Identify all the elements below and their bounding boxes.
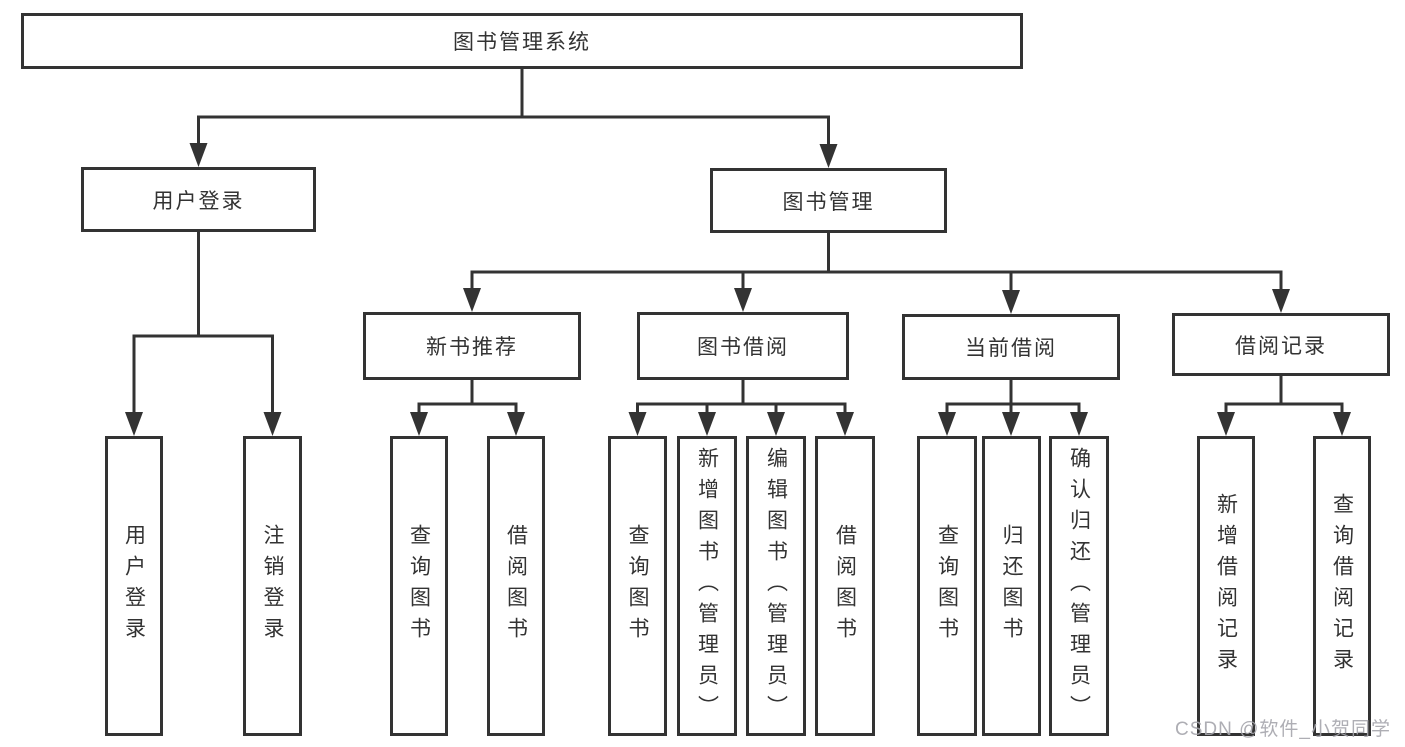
node-label: 查询图书 <box>935 524 959 648</box>
node-label: 新增借阅记录 <box>1214 493 1238 679</box>
node-label: 借阅图书 <box>504 524 528 648</box>
arrowheads-user-login-branch <box>125 412 282 436</box>
node-label: 归还图书 <box>1000 524 1023 648</box>
connector-borrow-records-branch <box>1224 376 1344 416</box>
leaf-query-books-current: 查询图书 <box>917 436 977 736</box>
connector-current-borrow-branch <box>945 380 1081 416</box>
node-label: 确认归还（管理员） <box>1067 446 1091 726</box>
arrowheads-root-to-level2 <box>189 143 838 168</box>
leaf-add-books-admin: 新增图书（管理员） <box>677 436 737 736</box>
node-current-borrow: 当前借阅 <box>902 314 1120 380</box>
node-label: 图书管理系统 <box>453 31 591 54</box>
node-label: 编辑图书（管理员） <box>764 446 788 726</box>
leaf-borrow-books: 借阅图书 <box>815 436 875 736</box>
node-label: 图书管理 <box>782 190 875 214</box>
node-book-borrow: 图书借阅 <box>637 312 849 380</box>
connector-root-to-level2 <box>197 69 830 151</box>
leaf-add-borrow-record: 新增借阅记录 <box>1197 436 1255 736</box>
node-label: 当前借阅 <box>965 337 1057 360</box>
node-label: 借阅记录 <box>1235 334 1327 358</box>
node-library-system: 图书管理系统 <box>21 13 1023 69</box>
node-label: 用户登录 <box>122 524 146 648</box>
node-book-management: 图书管理 <box>710 168 947 233</box>
node-label: 注销登录 <box>261 524 284 648</box>
leaf-user-login: 用户登录 <box>105 436 163 736</box>
connector-book-borrow-branch <box>636 380 847 416</box>
leaf-edit-books-admin: 编辑图书（管理员） <box>746 436 806 736</box>
node-new-book-recommend: 新书推荐 <box>363 312 581 380</box>
node-label: 借阅图书 <box>833 524 857 648</box>
connector-book-mgmt-branch <box>470 233 1283 294</box>
arrowheads-current-borrow-branch <box>938 412 1088 436</box>
connector-new-book-branch <box>417 380 518 416</box>
leaf-query-books-borrow: 查询图书 <box>608 436 667 736</box>
connector-user-login-branch <box>132 232 274 416</box>
arrowheads-book-borrow-branch <box>628 412 854 436</box>
arrowheads-borrow-records-branch <box>1217 412 1351 436</box>
node-user-login: 用户登录 <box>81 167 316 232</box>
node-label: 图书借阅 <box>697 336 789 359</box>
arrowheads-book-mgmt-branch <box>463 288 1290 314</box>
node-borrow-records: 借阅记录 <box>1172 313 1390 376</box>
node-label: 查询图书 <box>626 524 649 648</box>
arrowheads-new-book-branch <box>410 412 525 436</box>
node-label: 查询图书 <box>407 524 431 648</box>
leaf-logout: 注销登录 <box>243 436 302 736</box>
csdn-watermark: CSDN @软件_小贺同学 <box>1175 719 1391 740</box>
node-label: 查询借阅记录 <box>1330 493 1354 679</box>
node-label: 用户登录 <box>152 189 245 213</box>
node-label: 新增图书（管理员） <box>695 446 719 726</box>
leaf-return-books: 归还图书 <box>982 436 1041 736</box>
leaf-confirm-return-admin: 确认归还（管理员） <box>1049 436 1109 736</box>
leaf-borrow-books-recommend: 借阅图书 <box>487 436 545 736</box>
node-label: 新书推荐 <box>426 336 518 359</box>
leaf-query-books-recommend: 查询图书 <box>390 436 448 736</box>
leaf-query-borrow-record: 查询借阅记录 <box>1313 436 1371 736</box>
